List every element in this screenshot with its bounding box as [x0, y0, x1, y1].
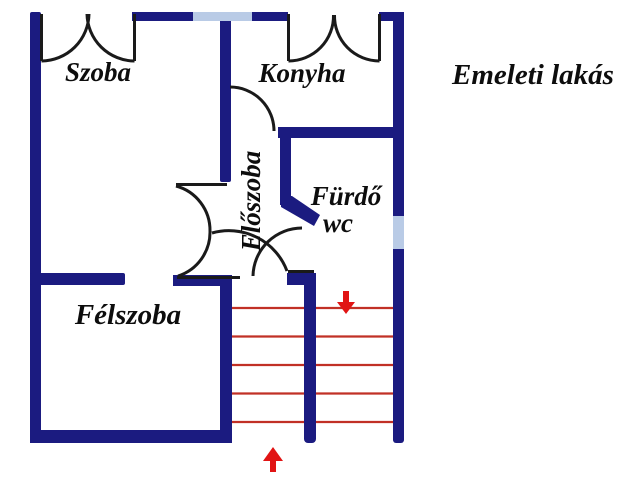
wall-furdo-left: [280, 127, 291, 205]
wall-outer-top-right-corner: [379, 12, 404, 21]
wall-outer-left: [30, 12, 41, 443]
arrow-stem: [343, 291, 349, 303]
window-top-wall: [193, 12, 252, 21]
wall-outer-bottom: [30, 430, 232, 443]
door-szoba-eloszoba: [175, 183, 240, 279]
door-swing-arc: [332, 14, 380, 63]
label-wc: wc: [323, 208, 353, 238]
door-szoba-top: [40, 13, 136, 63]
stairs-down-arrow: [337, 291, 355, 314]
wall-felszoba-top-left: [30, 273, 125, 285]
arrow-head-down: [337, 302, 355, 314]
wall-konyha-bottom: [278, 127, 404, 138]
door-swing-arc: [41, 13, 91, 63]
page-title: Emeleti lakás: [451, 59, 614, 91]
label-furdo: Fürdő: [310, 181, 383, 211]
window-right-wall: [393, 216, 404, 249]
door-swing-arc: [288, 14, 336, 63]
label-eloszoba: Előszoba: [236, 151, 266, 253]
arrow-stem: [270, 460, 276, 472]
label-felszoba: Félszoba: [74, 299, 181, 331]
arrow-head-up: [263, 447, 283, 461]
stairs-right-run: [314, 306, 394, 424]
door-arcs: [40, 13, 381, 279]
door-swing-arc: [177, 230, 212, 278]
wall-furdo-door-jamb-diagonal: [281, 196, 320, 226]
door-swing-arc: [175, 184, 212, 232]
stairs-left-run: [231, 306, 306, 424]
label-szoba: Szoba: [65, 57, 131, 87]
door-konyha-top: [287, 14, 381, 63]
stairs-up-arrow: [263, 447, 283, 472]
door-konyha-eloszoba-arc: [229, 85, 276, 132]
wall-eloszoba-felszoba-divider: [220, 275, 232, 431]
wall-szoba-konyha-divider: [220, 18, 231, 182]
wall-stair-divider: [304, 273, 316, 443]
windows: [193, 12, 404, 249]
stairs: [231, 306, 394, 424]
stair-arrows: [263, 291, 355, 472]
wall-felszoba-top-right: [173, 275, 232, 286]
label-konyha: Konyha: [257, 58, 345, 88]
door-eloszoba-stairs-arc: [211, 229, 289, 272]
door-furdo-arc: [251, 226, 303, 277]
door-swing-arc: [85, 13, 135, 63]
labels: Szoba Konyha Emeleti lakás Előszoba Fürd…: [65, 57, 614, 331]
